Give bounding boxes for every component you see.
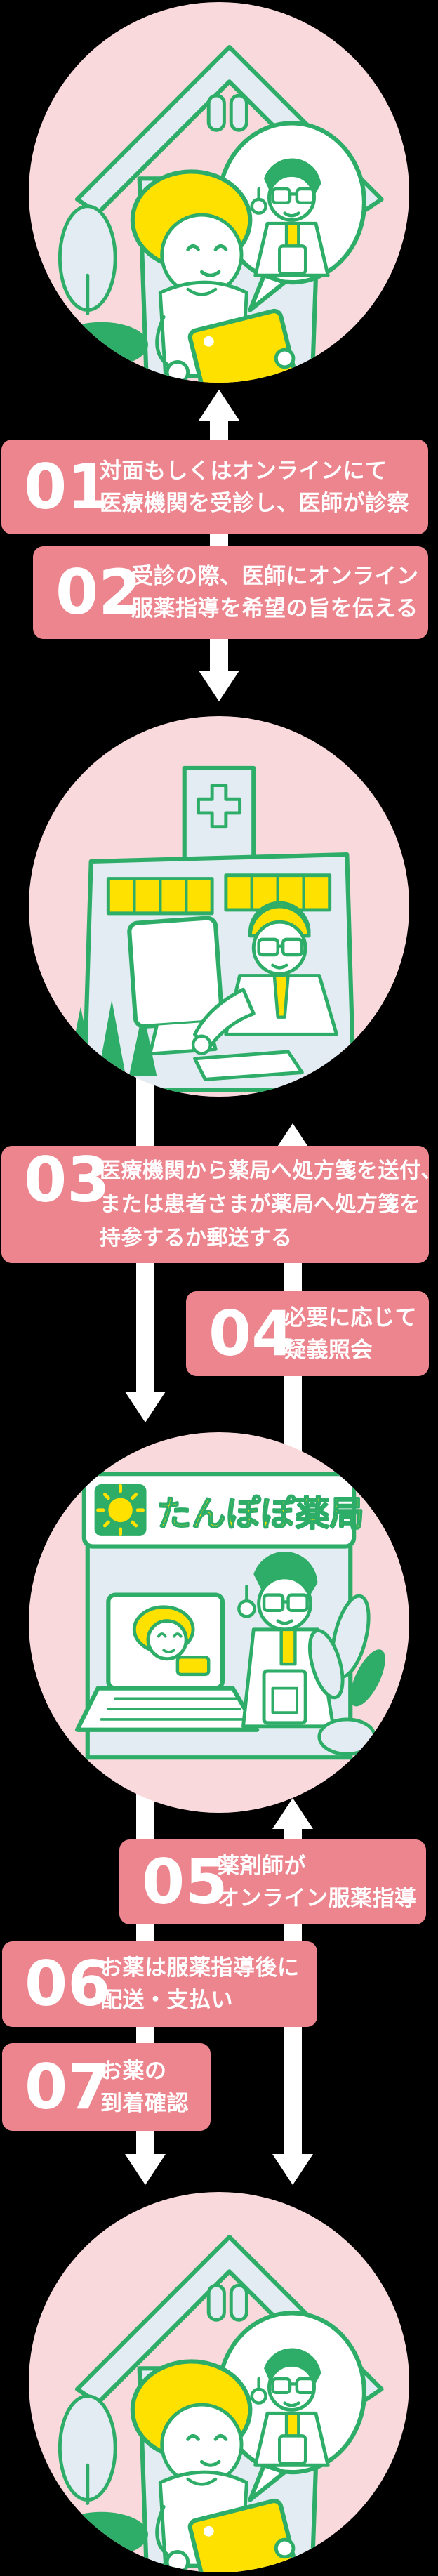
step-02-number: 02 xyxy=(55,556,142,628)
hospital-scene-icon xyxy=(67,765,357,1092)
arrow-down-to-hospital-head xyxy=(199,671,239,701)
arrow-up-to-pharmacy-head xyxy=(272,1798,313,1829)
step-06-box: 06 お薬は服薬指導後に 配送・支払い xyxy=(2,1941,317,2027)
hospital-circle xyxy=(29,716,409,1097)
arrow-down-to-home-left-head xyxy=(125,2154,166,2185)
step-05-text: 薬剤師が オンライン服薬指導 xyxy=(218,1853,417,1911)
step-02-text: 受診の際、医師にオンライン 服薬指導を希望の旨を伝える xyxy=(131,564,419,621)
arrow-down-to-pharmacy-head xyxy=(125,1392,166,1422)
line-hospital-to-step-03-shaft xyxy=(136,1076,154,1146)
pharmacy-illustration: たんぽぽ薬局 xyxy=(74,1472,385,1760)
hospital-illustration xyxy=(67,765,357,1092)
arrow-down-to-home-right-head xyxy=(272,2154,313,2185)
pharmacy-circle: たんぽぽ薬局 xyxy=(29,1432,409,1813)
arrow-up-to-home-head xyxy=(199,390,239,421)
step-07-box: 07 お薬の 到着確認 xyxy=(2,2043,211,2131)
step-05-number: 05 xyxy=(142,1845,228,1918)
step-03-box: 03 医療機関から薬局へ処方箋を送付、 または患者さまが薬局へ処方箋を 持参する… xyxy=(1,1144,438,1263)
arrow-down-to-hospital-shaft xyxy=(210,639,228,671)
step-02-box: 02 受診の際、医師にオンライン 服薬指導を希望の旨を伝える xyxy=(33,546,428,639)
home-illustration-bottom xyxy=(29,2192,409,2572)
step-04-number: 04 xyxy=(208,1297,295,1370)
home-circle-top xyxy=(29,2,409,383)
step-04-box: 04 必要に応じて 疑義照会 xyxy=(186,1291,429,1376)
step-07-number: 07 xyxy=(25,2050,111,2123)
step-05-box: 05 薬剤師が オンライン服薬指導 xyxy=(119,1839,426,1924)
step-01-number: 01 xyxy=(24,450,110,523)
step-04-text: 必要に応じて 疑義照会 xyxy=(284,1304,417,1363)
arrow-down-to-pharmacy-shaft xyxy=(136,1263,154,1392)
home-circle-bottom xyxy=(29,2192,409,2572)
step-01-text: 対面もしくはオンラインにて 医療機関を受診し、医師が診察 xyxy=(100,458,409,516)
pharmacy-scene-icon: たんぽぽ薬局 xyxy=(74,1472,385,1760)
step-07-text: お薬の 到着確認 xyxy=(100,2058,189,2116)
step-03-text: 医療機関から薬局へ処方箋を送付、 または患者さまが薬局へ処方箋を 持参するか郵送… xyxy=(100,1158,438,1250)
step-06-text: お薬は服薬指導後に 配送・支払い xyxy=(100,1955,300,2013)
step-03-number: 03 xyxy=(24,1144,110,1216)
pharmacy-sign-text: たんぽぽ薬局 xyxy=(157,1493,364,1534)
step-01-box: 01 対面もしくはオンラインにて 医療機関を受診し、医師が診察 xyxy=(1,440,428,534)
home-illustration xyxy=(29,2,409,383)
step-06-number: 06 xyxy=(25,1948,111,2020)
